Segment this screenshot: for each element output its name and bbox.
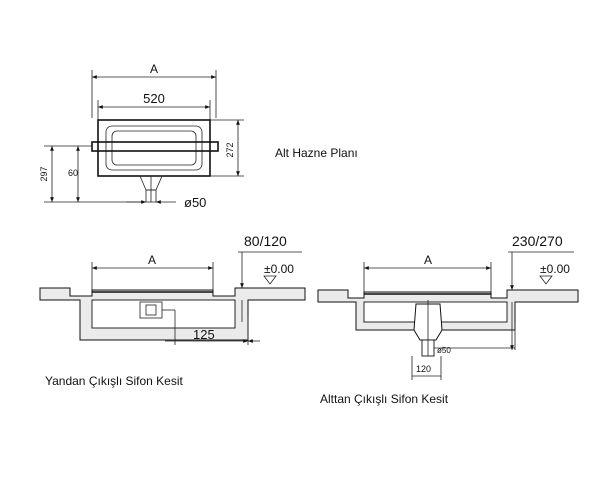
bottom-pipe: ø50 [437,346,451,355]
side-level: ±0.00 [264,262,294,276]
bottom-offset: 120 [416,364,431,374]
side-outlet-section: A 80/120 ±0.00 125 Yandan Çıkışlı Sifon … [39,233,306,388]
side-offset: 125 [193,327,215,342]
plan-grating-bar [91,141,219,152]
side-caption: Yandan Çıkışlı Sifon Kesit [45,374,184,388]
plan-view: A 520 272 297 60 ø50 Alt Hazne Pla [39,62,358,210]
plan-dim-pipe: ø50 [184,195,206,210]
bottom-level: ±0.00 [540,262,570,276]
bottom-dim-a: A [424,253,432,267]
plan-dim-a: A [150,62,158,76]
plan-tank-outline [97,119,211,177]
bottom-outlet-section: A 230/270 ±0.00 ø50 120 Alttan Çıkışlı S… [317,233,579,406]
plan-dim-60: 60 [68,168,78,178]
plan-title: Alt Hazne Planı [275,146,358,160]
bottom-height-range: 230/270 [512,233,563,249]
side-height-range: 80/120 [244,233,287,249]
bottom-caption: Alttan Çıkışlı Sifon Kesit [320,392,449,406]
plan-dim-297: 297 [39,166,49,181]
plan-dim-520: 520 [143,91,165,106]
plan-dim-272: 272 [225,142,235,157]
side-dim-a: A [148,253,156,267]
